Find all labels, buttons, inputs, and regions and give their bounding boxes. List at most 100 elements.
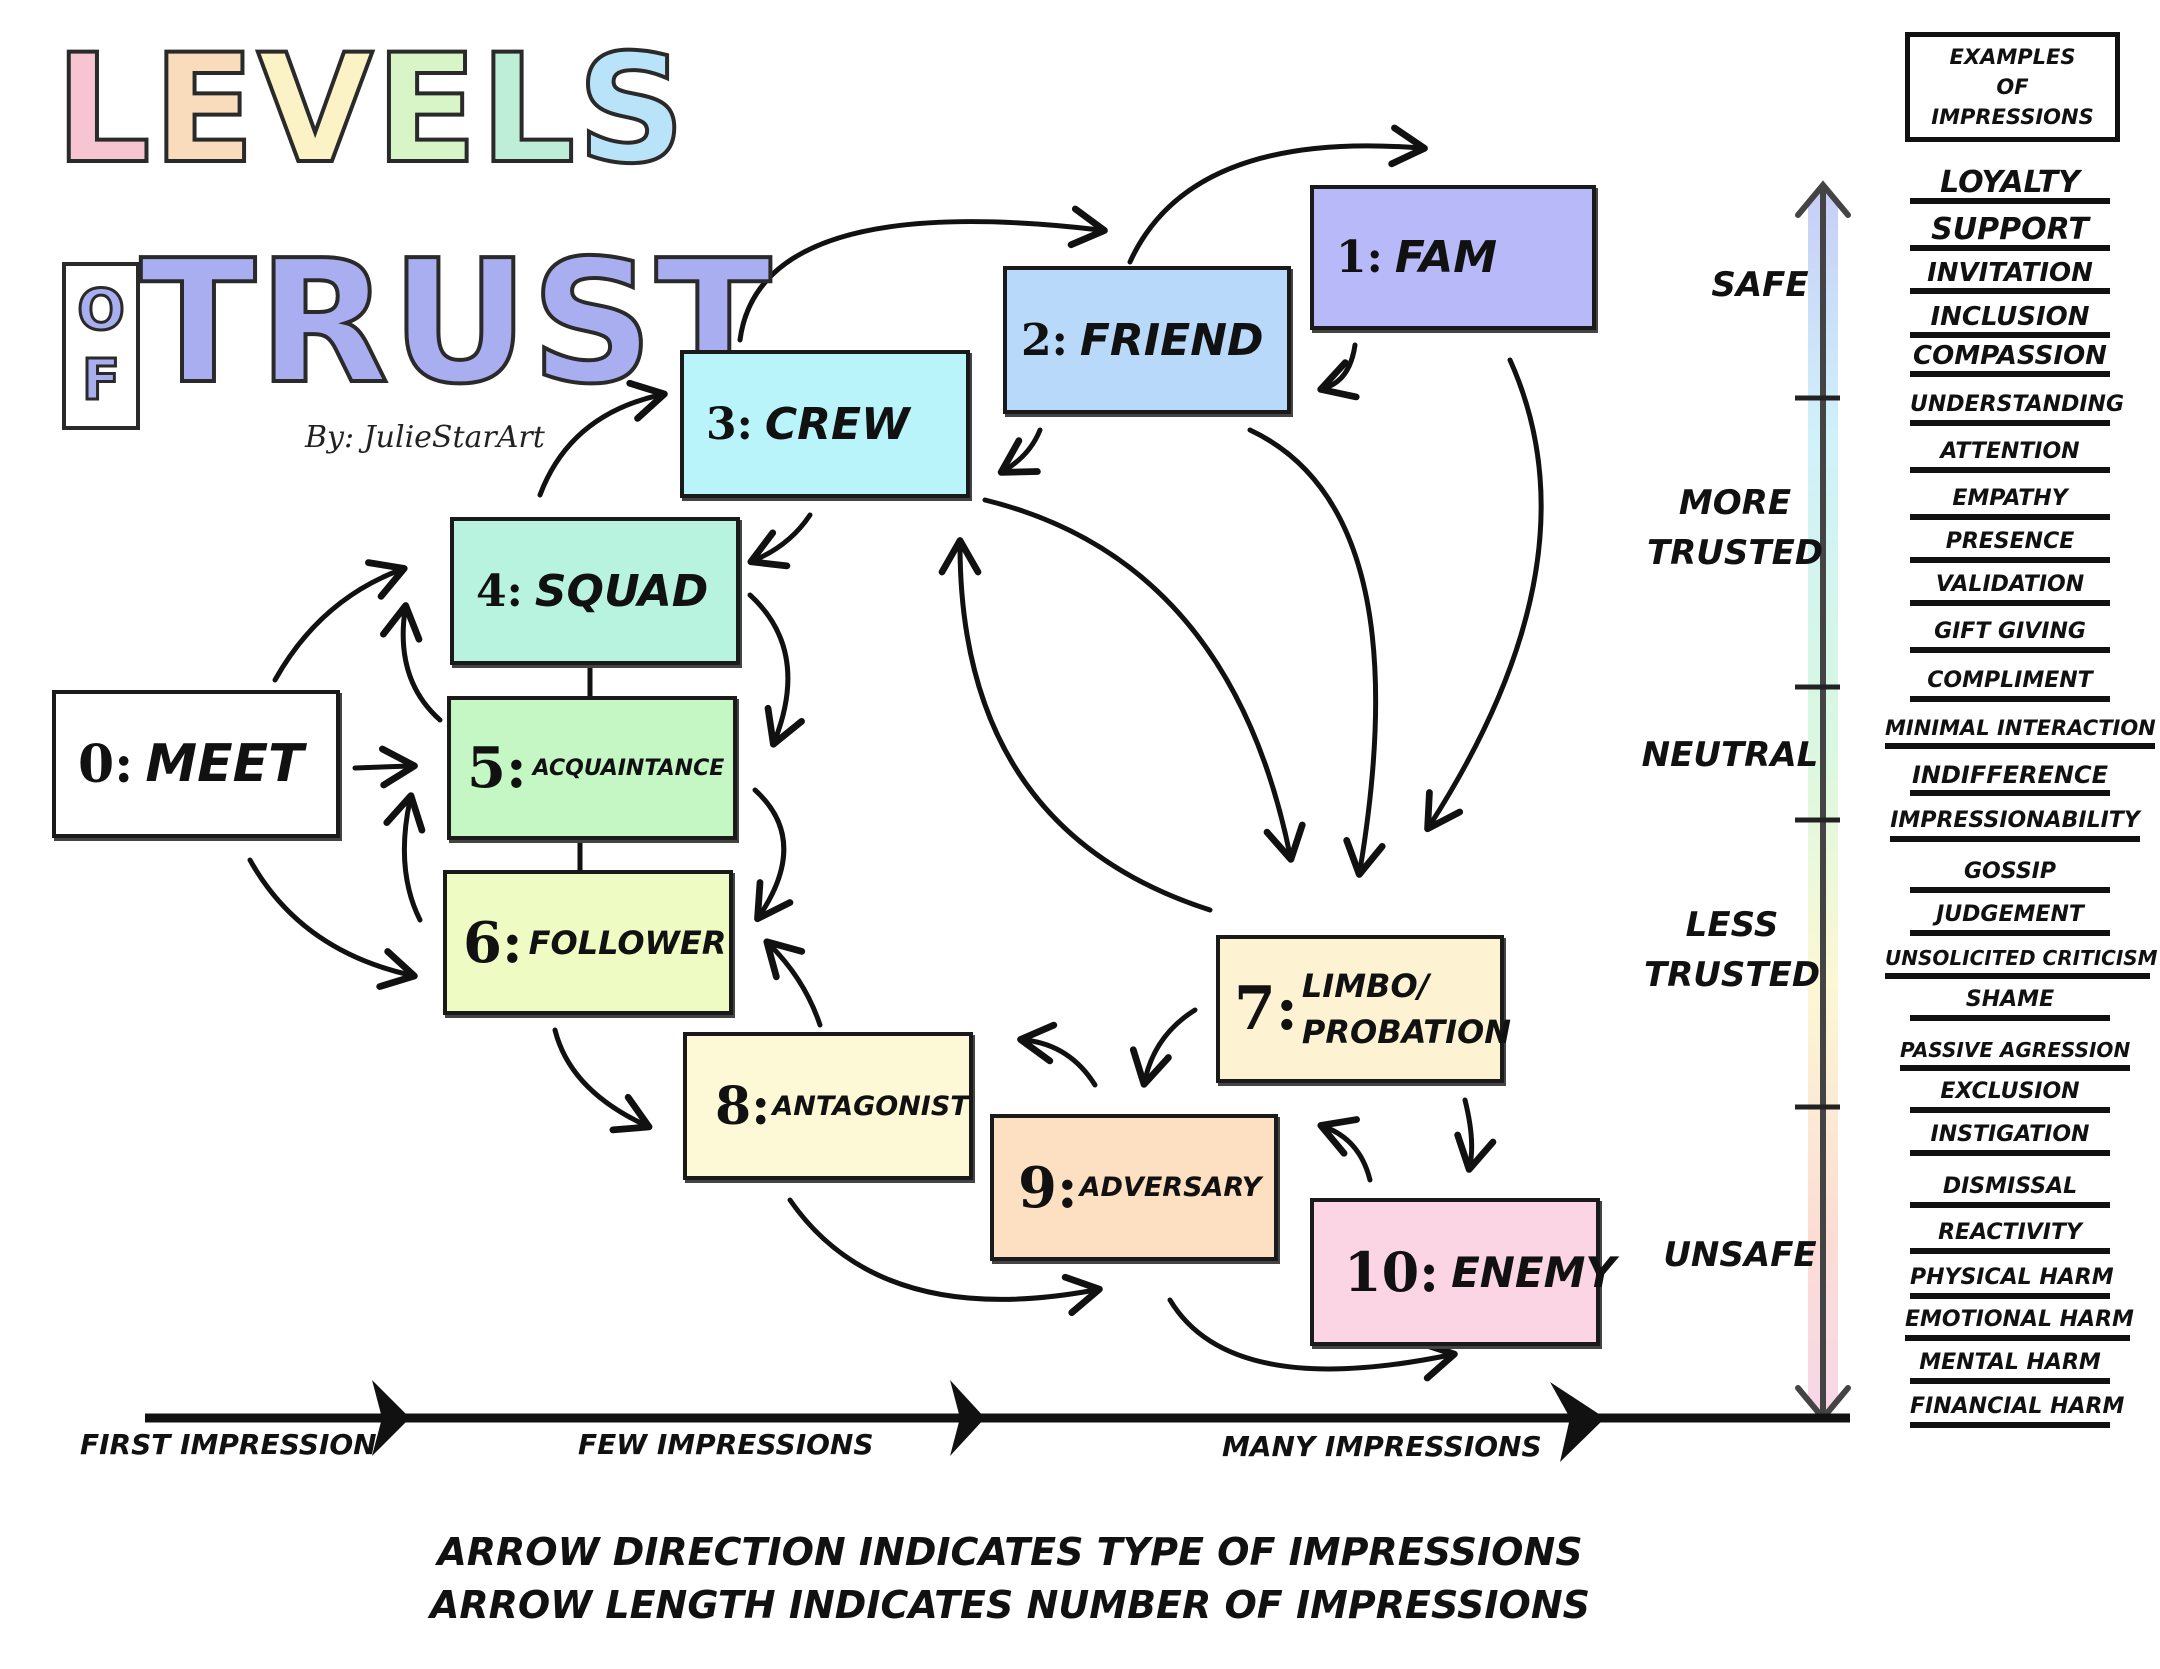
timeline-marker-1 xyxy=(372,1380,410,1456)
title-letter-l: L xyxy=(53,23,153,197)
level-3-name: CREW xyxy=(764,398,910,450)
examples-header-box: EXAMPLES OF IMPRESSIONS xyxy=(1905,32,2120,142)
arrow-friend-to-limbo xyxy=(1247,427,1386,878)
title-of-f: F xyxy=(80,347,121,415)
scale-ticks xyxy=(1795,395,1840,1110)
zone-more-trusted-line1: MORE xyxy=(1678,483,1792,523)
zone-unsafe: UNSAFE xyxy=(1663,1235,1817,1275)
impression-inclusion: INCLUSION xyxy=(1910,302,2110,338)
level-5-name: ACQUAINTANCE xyxy=(532,755,725,781)
level-0-number: 0: xyxy=(78,733,134,795)
level-10-enemy: 10: ENEMY xyxy=(1310,1198,1616,1346)
examples-header-line3: IMPRESSIONS xyxy=(1931,105,2094,129)
arrow-limbo-to-adversary xyxy=(1129,1007,1198,1088)
footer-arrow-direction-note: ARROW DIRECTION INDICATES TYPE OF IMPRES… xyxy=(437,1530,1583,1574)
impression-reactivity: REACTIVITY xyxy=(1910,1218,2110,1254)
impression-presence: PRESENCE xyxy=(1910,527,2110,563)
level-7-name-line2: PROBATION xyxy=(1301,1013,1512,1051)
timeline-few-impressions: FEW IMPRESSIONS xyxy=(578,1428,874,1461)
level-1-number: 1: xyxy=(1336,232,1383,283)
impression-understanding: UNDERSTANDING xyxy=(1910,390,2124,426)
impression-compassion: COMPASSION xyxy=(1910,341,2110,377)
level-1-fam: 1: FAM xyxy=(1310,185,1596,330)
level-9-name: ADVERSARY xyxy=(1079,1172,1262,1203)
zone-less-trusted-line2: TRUSTED xyxy=(1643,955,1821,995)
impression-minimal-interaction: MINIMAL INTERACTION xyxy=(1885,713,2156,749)
arrow-meet-to-squad xyxy=(272,559,408,683)
impression-invitation: INVITATION xyxy=(1910,258,2110,294)
arrow-antagonist-to-adversary xyxy=(787,1197,1103,1317)
level-8-name: ANTAGONIST xyxy=(772,1090,969,1122)
arrow-friend-to-fam xyxy=(1127,124,1428,265)
arrow-limbo-to-crew xyxy=(938,537,1213,913)
arrow-fam-to-friend xyxy=(1317,342,1360,401)
impression-dismissal: DISMISSAL xyxy=(1910,1172,2110,1208)
impression-passive-agression: PASSIVE AGRESSION xyxy=(1900,1035,2130,1071)
impression-impressionability: IMPRESSIONABILITY xyxy=(1890,806,2140,842)
arrow-friend-to-crew xyxy=(997,427,1043,476)
level-8-number: 8: xyxy=(715,1075,771,1137)
level-4-name: SQUAD xyxy=(534,565,709,617)
level-7-number: 7: xyxy=(1234,974,1298,1044)
arrow-crew-to-limbo xyxy=(982,497,1306,863)
arrow-meet-to-follower xyxy=(247,857,418,990)
zone-neutral: NEUTRAL xyxy=(1641,735,1819,775)
arrow-antagonist-to-follower xyxy=(763,938,823,1028)
timeline-marker-3 xyxy=(1550,1382,1605,1462)
title-levels: LEVELS xyxy=(53,23,687,197)
impression-validation: VALIDATION xyxy=(1910,570,2110,606)
scale-arrow-top xyxy=(1795,180,1851,218)
level-6-follower: 6: FOLLOWER xyxy=(443,870,733,1015)
zone-less-trusted: LESS TRUSTED xyxy=(1622,900,1842,1000)
zone-less-trusted-line1: LESS xyxy=(1685,905,1779,945)
level-0-meet: 0: MEET xyxy=(52,690,340,838)
level-2-number: 2: xyxy=(1021,314,1068,366)
level-4-number: 4: xyxy=(476,565,523,617)
arrow-follower-to-acq xyxy=(383,792,426,923)
examples-header-line1: EXAMPLES xyxy=(1949,45,2076,69)
level-6-number: 6: xyxy=(463,909,523,976)
impression-exclusion: EXCLUSION xyxy=(1910,1077,2110,1113)
impression-shame: SHAME xyxy=(1910,985,2110,1021)
level-8-antagonist: 8: ANTAGONIST xyxy=(683,1032,973,1180)
title-trust: TRUST xyxy=(138,224,774,422)
stack-connectors xyxy=(577,665,593,870)
arrow-squad-to-acq xyxy=(747,592,805,748)
impression-instigation: INSTIGATION xyxy=(1910,1120,2110,1156)
level-7-limbo: 7: LIMBO/ PROBATION xyxy=(1216,935,1511,1083)
arrow-acq-to-follower xyxy=(752,787,794,923)
level-6-name: FOLLOWER xyxy=(528,923,727,962)
arrow-limbo-to-enemy xyxy=(1454,1097,1497,1173)
arrow-enemy-to-adversary xyxy=(1317,1116,1373,1183)
title-letter-e2: E xyxy=(373,23,480,197)
title-letter-l2: L xyxy=(478,23,578,197)
impression-judgement: JUDGEMENT xyxy=(1910,900,2110,936)
arrow-fam-to-limbo xyxy=(1424,357,1544,833)
impression-loyalty: LOYALTY xyxy=(1910,168,2110,204)
timeline-first-impression: FIRST IMPRESSION xyxy=(80,1428,377,1461)
impression-support: SUPPORT xyxy=(1910,215,2110,251)
arrow-acq-to-squad xyxy=(379,602,443,723)
zone-more-trusted-line2: TRUSTED xyxy=(1646,533,1824,573)
level-7-name: LIMBO/ PROBATION xyxy=(1302,963,1511,1055)
level-2-name: FRIEND xyxy=(1079,314,1264,366)
title-byline: By: JulieStarArt xyxy=(305,420,545,455)
impression-financial-harm: FINANCIAL HARM xyxy=(1910,1392,2124,1428)
arrow-crew-to-friend xyxy=(737,205,1108,343)
level-7-name-line1: LIMBO/ xyxy=(1301,967,1430,1005)
impression-empathy: EMPATHY xyxy=(1910,484,2110,520)
level-9-number: 9: xyxy=(1018,1154,1078,1221)
footer-arrow-length-note: ARROW LENGTH INDICATES NUMBER OF IMPRESS… xyxy=(430,1583,1590,1627)
impression-physical-harm: PHYSICAL HARM xyxy=(1910,1263,2114,1299)
timeline-many-impressions: MANY IMPRESSIONS xyxy=(1222,1430,1542,1463)
impression-attention: ATTENTION xyxy=(1910,437,2110,473)
impression-unsolicited-criticism: UNSOLICITED CRITICISM xyxy=(1885,943,2158,979)
arrow-follower-to-antagonist xyxy=(552,1027,653,1134)
level-9-adversary: 9: ADVERSARY xyxy=(990,1114,1278,1261)
title-letter-e: E xyxy=(151,23,258,197)
title-letter-v: V xyxy=(255,23,376,197)
impression-gift-giving: GIFT GIVING xyxy=(1910,617,2110,653)
impression-mental-harm: MENTAL HARM xyxy=(1910,1348,2110,1384)
level-4-squad: 4: SQUAD xyxy=(450,517,740,665)
arrow-crew-to-squad xyxy=(747,512,813,570)
